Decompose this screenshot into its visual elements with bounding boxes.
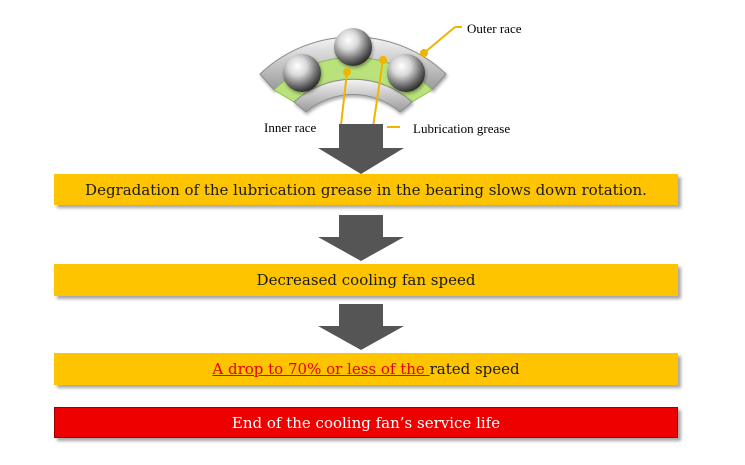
- grease-dot: [379, 56, 387, 64]
- ball-left: [283, 54, 321, 92]
- step-decreased-fan-speed-text: Decreased cooling fan speed: [256, 271, 476, 289]
- speed-drop-highlight: A drop to 70% or less of the: [212, 360, 430, 378]
- lubrication-grease-label: Lubrication grease: [413, 121, 511, 136]
- outer-race-dot: [420, 49, 428, 57]
- down-arrow-2: [318, 215, 404, 261]
- step-decreased-fan-speed: Decreased cooling fan speed: [54, 264, 678, 296]
- speed-drop-text: rated speed: [429, 360, 520, 378]
- down-arrow-3: [318, 304, 404, 350]
- inner-race-dot: [343, 68, 351, 76]
- inner-race-label: Inner race: [264, 120, 317, 135]
- callout-lines: [340, 26, 462, 128]
- outer-race-label: Outer race: [467, 21, 522, 36]
- inner-race-ring: [293, 78, 413, 113]
- step-end-of-service-life: End of the cooling fan’s service life: [54, 407, 678, 438]
- step-grease-degradation: Degradation of the lubrication grease in…: [54, 174, 678, 205]
- step-grease-degradation-text: Degradation of the lubrication grease in…: [85, 180, 647, 199]
- ball-center: [334, 28, 372, 66]
- down-arrow-1: [318, 124, 404, 174]
- step-speed-drop: A drop to 70% or less of the rated speed: [54, 353, 678, 385]
- ball-right: [387, 54, 425, 92]
- step-end-of-service-life-text: End of the cooling fan’s service life: [231, 413, 501, 432]
